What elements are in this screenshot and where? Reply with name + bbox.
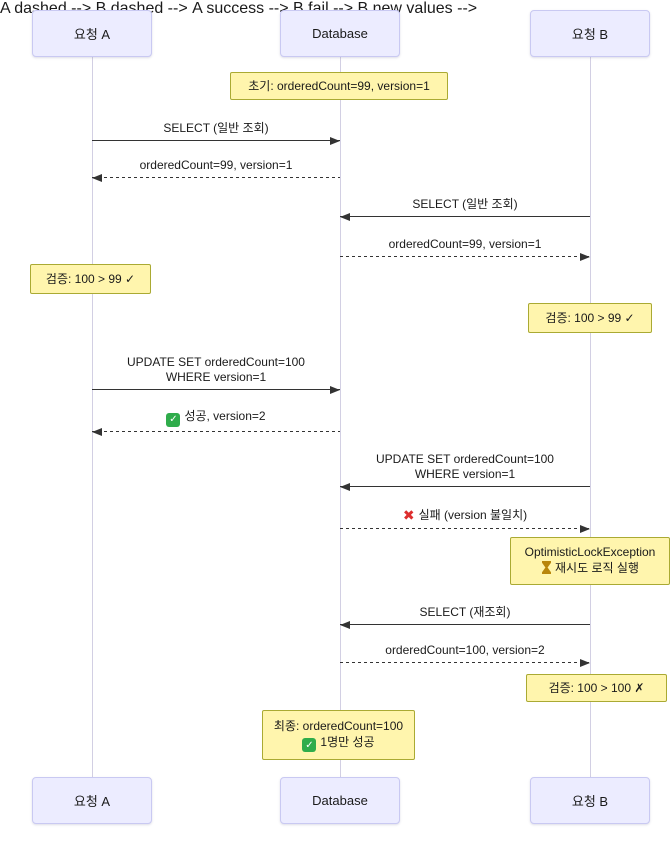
actor-request-b-top: 요청 B — [530, 10, 650, 57]
actor-request-a-bottom: 요청 A — [32, 777, 152, 824]
message-label: SELECT (재조회) — [419, 605, 511, 619]
actor-label: 요청 A — [73, 27, 111, 42]
message-line — [340, 624, 590, 625]
arrowhead-icon — [330, 136, 340, 145]
actor-database-top: Database — [280, 10, 400, 57]
message-line — [92, 140, 340, 141]
message-label-line2: WHERE version=1 — [165, 370, 267, 384]
arrowhead-icon — [580, 252, 590, 261]
message-fail-to-b: ✖실패 (version 불일치) — [340, 505, 590, 533]
arrowhead-icon — [92, 173, 102, 182]
message-label-text: 실패 (version 불일치) — [418, 507, 528, 522]
fail-cross-icon: ✖ — [402, 506, 415, 523]
actor-request-a-top: 요청 A — [32, 10, 152, 57]
hourglass-icon — [541, 561, 552, 578]
lifeline-database — [340, 57, 341, 777]
message-label: ✖실패 (version 불일치) — [340, 507, 590, 525]
arrowhead-icon — [340, 620, 350, 629]
arrowhead-icon — [92, 427, 102, 436]
message-label: UPDATE SET orderedCount=100 WHERE versio… — [92, 355, 340, 385]
message-label: SELECT (일반 조회) — [412, 197, 518, 211]
message-reselect-b-to-db: SELECT (재조회) — [340, 601, 590, 629]
message-line — [340, 255, 590, 257]
note-verify-b: 검증: 100 > 99 ✓ — [528, 303, 652, 333]
message-line — [340, 216, 590, 217]
message-label-line1: UPDATE SET orderedCount=100 — [376, 452, 554, 466]
note-text-line2: 재시도 로직 실행 — [541, 560, 639, 578]
note-text: 초기: orderedCount=99, version=1 — [248, 78, 430, 93]
message-label-text: 성공, version=2 — [184, 408, 266, 423]
actor-request-b-bottom: 요청 B — [530, 777, 650, 824]
note-verify-b-fail: 검증: 100 > 100 ✗ — [526, 674, 667, 702]
message-line — [340, 527, 590, 529]
note-text: 재시도 로직 실행 — [555, 561, 639, 575]
lifeline-request-b — [590, 57, 591, 777]
message-label-line2: WHERE version=1 — [414, 467, 516, 481]
arrowhead-icon — [340, 482, 350, 491]
message-update-b-to-db: UPDATE SET orderedCount=100 WHERE versio… — [340, 449, 590, 491]
note-verify-a: 검증: 100 > 99 ✓ — [30, 264, 151, 294]
message-return-count-to-a: orderedCount=99, version=1 — [92, 154, 340, 182]
message-select-b-to-db: SELECT (일반 조회) — [340, 193, 590, 221]
message-update-a-to-db: UPDATE SET orderedCount=100 WHERE versio… — [92, 352, 340, 394]
actor-label: 요청 B — [571, 794, 609, 809]
actor-label: 요청 B — [571, 27, 609, 42]
actor-database-bottom: Database — [280, 777, 400, 824]
success-check-icon: ✓ — [302, 738, 317, 753]
note-text-line2: ✓1명만 성공 — [302, 734, 375, 753]
note-text-line1: 최종: orderedCount=100 — [273, 718, 404, 733]
note-text: 검증: 100 > 99 ✓ — [545, 310, 635, 325]
message-label: orderedCount=100, version=2 — [385, 643, 545, 657]
message-line — [340, 486, 590, 487]
message-label: UPDATE SET orderedCount=100 WHERE versio… — [340, 452, 590, 482]
arrowhead-icon — [340, 212, 350, 221]
actor-label: Database — [312, 793, 368, 808]
note-text: 검증: 100 > 99 ✓ — [45, 271, 136, 286]
message-label-line1: UPDATE SET orderedCount=100 — [127, 355, 305, 369]
note-final-state: 최종: orderedCount=100 ✓1명만 성공 — [262, 710, 415, 760]
arrowhead-icon — [330, 385, 340, 394]
message-label: SELECT (일반 조회) — [163, 121, 269, 135]
message-line — [92, 430, 340, 432]
note-optimistic-lock-exception: OptimisticLockException 재시도 로직 실행 — [510, 537, 670, 585]
note-text: 검증: 100 > 100 ✗ — [548, 680, 645, 695]
actor-label: 요청 A — [73, 794, 111, 809]
actor-label: Database — [312, 26, 368, 41]
note-text-line1: OptimisticLockException — [524, 544, 656, 559]
message-select-a-to-db: SELECT (일반 조회) — [92, 117, 340, 145]
message-return-count-to-b: orderedCount=99, version=1 — [340, 233, 590, 261]
message-line — [92, 176, 340, 178]
message-label: orderedCount=99, version=1 — [388, 237, 542, 251]
message-line — [92, 389, 340, 390]
message-return-new-count-to-b: orderedCount=100, version=2 — [340, 639, 590, 667]
message-line — [340, 661, 590, 663]
note-text: 1명만 성공 — [320, 734, 375, 749]
arrowhead-icon — [580, 524, 590, 533]
message-success-to-a: ✓성공, version=2 — [92, 408, 340, 436]
success-check-icon: ✓ — [166, 413, 181, 427]
arrowhead-icon — [580, 658, 590, 667]
lifeline-request-a — [92, 57, 93, 777]
message-label: ✓성공, version=2 — [92, 409, 340, 427]
message-label: orderedCount=99, version=1 — [139, 158, 293, 172]
note-initial-state: 초기: orderedCount=99, version=1 — [230, 72, 448, 100]
